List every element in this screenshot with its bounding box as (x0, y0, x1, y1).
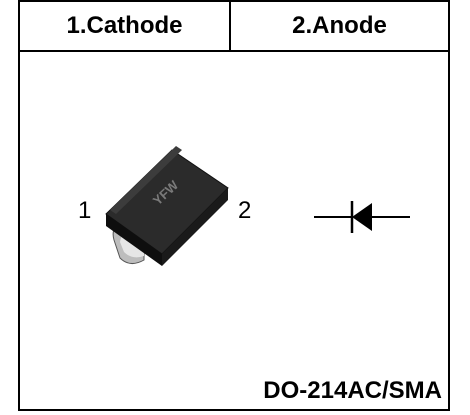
pinout-diagram: 1.Cathode 2.Anode 1 2 YFW DO-214AC/SMA (18, 0, 450, 411)
symbol-anode-triangle (352, 203, 372, 231)
package-name: DO-214AC/SMA (263, 377, 442, 404)
pin2-number: 2 (238, 197, 252, 224)
pin-header-row: 1.Cathode 2.Anode (20, 2, 448, 52)
cathode-band (110, 146, 182, 214)
package-body-side-left (106, 214, 162, 266)
pin2-header-label: 2.Anode (292, 12, 387, 39)
pin1-number: 1 (78, 197, 92, 224)
package-body-side-right (162, 188, 228, 266)
pin1-header-label: 1.Cathode (66, 12, 183, 39)
smd-diode-package-icon: YFW (105, 146, 229, 266)
pin2-header-cell: 2.Anode (231, 2, 448, 50)
pin1-header-cell: 1.Cathode (20, 2, 231, 50)
diode-symbol-icon (314, 201, 410, 233)
